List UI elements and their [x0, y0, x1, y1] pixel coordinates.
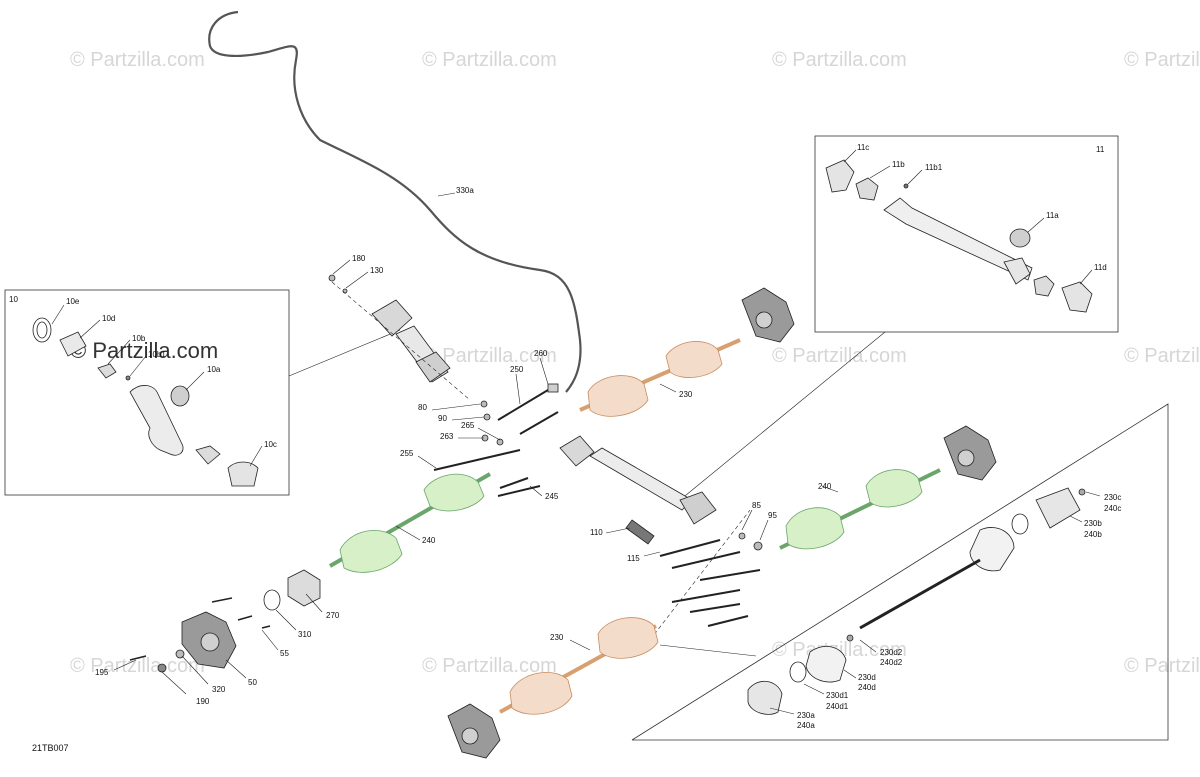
callout-10d: 10d: [102, 314, 115, 323]
callout-320: 320: [212, 685, 226, 694]
drive-shaft-240-left: [329, 472, 491, 573]
hardware-center: [433, 383, 559, 497]
watermark: © Partzilla.com: [1124, 655, 1200, 677]
callout-240d2: 240d2: [880, 658, 903, 667]
callout-10e: 10e: [66, 297, 80, 306]
callout-11b: 11b: [892, 160, 905, 169]
callout-263: 263: [440, 432, 454, 441]
watermark: © Partzilla.com: [1124, 345, 1200, 367]
callout-11a: 11a: [1046, 211, 1059, 220]
figure-code: 21TB007: [32, 743, 69, 753]
axle-exploded-parts: [747, 487, 1086, 715]
callout-230b: 230b: [1084, 519, 1102, 528]
callout-95: 95: [768, 511, 777, 520]
callout-190: 190: [196, 697, 210, 706]
inset-10-parts: [32, 317, 259, 487]
callout-230a: 230a: [797, 711, 815, 720]
callout-11b1: 11b1: [925, 163, 943, 172]
callout-240b: 240b: [1084, 530, 1102, 539]
callout-250: 250: [510, 365, 524, 374]
drive-shaft-230-top: [579, 287, 795, 417]
callout-195: 195: [95, 668, 109, 677]
callout-10b1: 10b1: [148, 350, 166, 359]
callout-11d: 11d: [1094, 263, 1107, 272]
callout-240-left: 240: [422, 536, 436, 545]
callout-245: 245: [545, 492, 559, 501]
callout-240c: 240c: [1104, 504, 1121, 513]
watermarks: © Partzilla.com © Partzilla.com © Partzi…: [70, 49, 1200, 677]
drive-shaft-230-bottom: [447, 617, 659, 759]
callout-310: 310: [298, 630, 312, 639]
watermark: © Partzilla.com: [422, 345, 557, 367]
callout-10b: 10b: [132, 334, 146, 343]
callout-230-top: 230: [679, 390, 693, 399]
exploded-view-frame: [631, 403, 1169, 741]
callout-330a: 330a: [456, 186, 474, 195]
callout-11c: 11c: [857, 143, 869, 152]
callout-240d: 240d: [858, 683, 876, 692]
callout-230d1: 230d1: [826, 691, 849, 700]
callout-130: 130: [370, 266, 384, 275]
watermark: © Partzilla.com: [772, 345, 907, 367]
callout-240d1: 240d1: [826, 702, 849, 711]
propeller-shaft-upper: [328, 274, 451, 383]
callout-240-right: 240: [818, 482, 832, 491]
callout-180: 180: [352, 254, 366, 263]
callout-90: 90: [438, 414, 447, 423]
watermark: © Partzilla.com: [422, 655, 557, 677]
callout-115: 115: [627, 554, 640, 563]
hardware-right: [625, 519, 763, 627]
callout-270: 270: [326, 611, 340, 620]
callout-80: 80: [418, 403, 427, 412]
inset-box-11: [814, 135, 1119, 333]
watermark: © Partzilla.com: [70, 655, 205, 677]
watermark: © Partzilla.com: [772, 49, 907, 71]
watermark: © Partzilla.com: [422, 49, 557, 71]
wheel-hub-left: [129, 569, 321, 673]
watermark: © Partzilla.com: [70, 49, 205, 71]
callout-10c: 10c: [264, 440, 277, 449]
callout-110: 110: [590, 528, 603, 537]
callout-10a: 10a: [207, 365, 221, 374]
watermark: © Partzilla.com: [70, 338, 218, 363]
inset-label-10: 10: [9, 295, 18, 304]
callout-260: 260: [534, 349, 548, 358]
callout-50: 50: [248, 678, 257, 687]
callout-265: 265: [461, 421, 475, 430]
watermark: © Partzilla.com: [1124, 49, 1200, 71]
inset-box-10: [4, 289, 290, 496]
propeller-shaft-middle: [559, 435, 717, 525]
callout-240a: 240a: [797, 721, 815, 730]
callout-255: 255: [400, 449, 414, 458]
callout-55: 55: [280, 649, 289, 658]
cable-330a: [208, 10, 582, 393]
drive-shaft-240-right: [779, 425, 997, 550]
inset-label-11: 11: [1096, 145, 1105, 154]
callout-230-bottom: 230: [550, 633, 564, 642]
callout-230d2: 230d2: [880, 648, 903, 657]
callout-85: 85: [752, 501, 761, 510]
callout-230c: 230c: [1104, 493, 1121, 502]
inset-11-parts: [825, 159, 1093, 313]
callout-230d: 230d: [858, 673, 876, 682]
